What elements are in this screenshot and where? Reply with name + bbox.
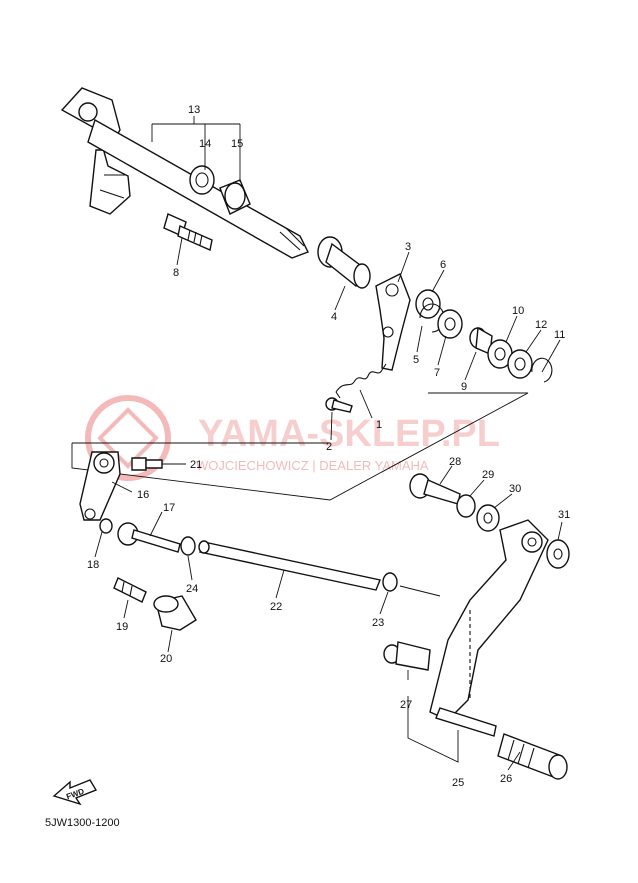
part-4-collar <box>317 236 371 289</box>
part-30-washer <box>476 504 500 532</box>
fwd-arrow-icon: FWD <box>52 779 98 806</box>
callout-10: 10 <box>512 305 524 317</box>
part-31-washer <box>546 539 570 569</box>
part-26-pedal-rubber <box>497 733 568 780</box>
callout-7: 7 <box>434 367 440 379</box>
part-21-bolt <box>131 457 163 471</box>
callout-5: 5 <box>413 354 419 366</box>
assembly-outline <box>71 392 529 501</box>
callout-23: 23 <box>372 617 384 629</box>
callout-3: 3 <box>405 241 411 253</box>
part-22-shift-rod <box>198 540 381 591</box>
callout-21: 21 <box>190 459 202 471</box>
diagram-code: 5JW1300-1200 <box>45 817 120 829</box>
callout-9: 9 <box>461 381 467 393</box>
callout-4: 4 <box>331 311 337 323</box>
callout-16: 16 <box>137 489 149 501</box>
part-20-rod-end <box>153 595 197 631</box>
watermark-sub: WOJCIECHOWICZ | DEALER YAMAHA <box>196 458 429 473</box>
callout-27: 27 <box>400 699 412 711</box>
callout-13: 13 <box>188 104 200 116</box>
callout-25: 25 <box>452 777 464 789</box>
callout-17: 17 <box>163 502 175 514</box>
part-14-oil-seal <box>189 165 215 195</box>
part-11-circlip <box>531 357 553 383</box>
callout-24: 24 <box>186 583 198 595</box>
callout-26: 26 <box>500 773 512 785</box>
callout-2: 2 <box>326 441 332 453</box>
watermark-brand: YAMA-SKLEP.PL <box>198 413 500 455</box>
part-6-washer <box>415 289 441 319</box>
callout-1: 1 <box>376 419 382 431</box>
callout-8: 8 <box>173 267 179 279</box>
part-24-nut <box>180 536 196 556</box>
part-23-nut <box>382 572 398 592</box>
callout-12: 12 <box>535 319 547 331</box>
part-1-spring <box>335 363 387 399</box>
part-2-pin <box>325 397 353 413</box>
callout-28: 28 <box>449 456 461 468</box>
callout-6: 6 <box>440 259 446 271</box>
part-7-washer <box>437 309 463 339</box>
part-12-washer <box>507 349 533 379</box>
callout-20: 20 <box>160 653 172 665</box>
callout-numbers: 13 14 15 8 4 3 6 5 7 9 10 12 11 1 2 21 1… <box>87 104 570 789</box>
callout-30: 30 <box>509 483 521 495</box>
leader-lines <box>94 116 563 771</box>
callout-19: 19 <box>116 621 128 633</box>
part-8-bolt <box>163 213 213 251</box>
part-15-collar <box>219 179 251 215</box>
watermark: YAMA-SKLEP.PL WOJCIECHOWICZ | DEALER YAM… <box>85 395 500 481</box>
part-3-plate <box>375 273 411 371</box>
callout-11: 11 <box>554 329 565 341</box>
callout-22: 22 <box>270 601 282 613</box>
part-29-washer <box>456 494 476 518</box>
part-28-bolt <box>409 473 461 505</box>
part-9-bearing <box>469 326 493 356</box>
part-25-shift-pedal <box>429 519 549 737</box>
callout-15: 15 <box>231 138 243 150</box>
callout-18: 18 <box>87 559 99 571</box>
part-19-bolt <box>113 577 147 603</box>
callout-29: 29 <box>482 469 494 481</box>
callout-31: 31 <box>558 509 570 521</box>
watermark-logo <box>85 395 171 481</box>
callout-14: 14 <box>199 138 211 150</box>
part-27-bolt <box>383 641 431 671</box>
part-16-lever <box>79 451 121 521</box>
part-18-washer <box>99 518 113 534</box>
part-17-joint <box>117 522 181 553</box>
